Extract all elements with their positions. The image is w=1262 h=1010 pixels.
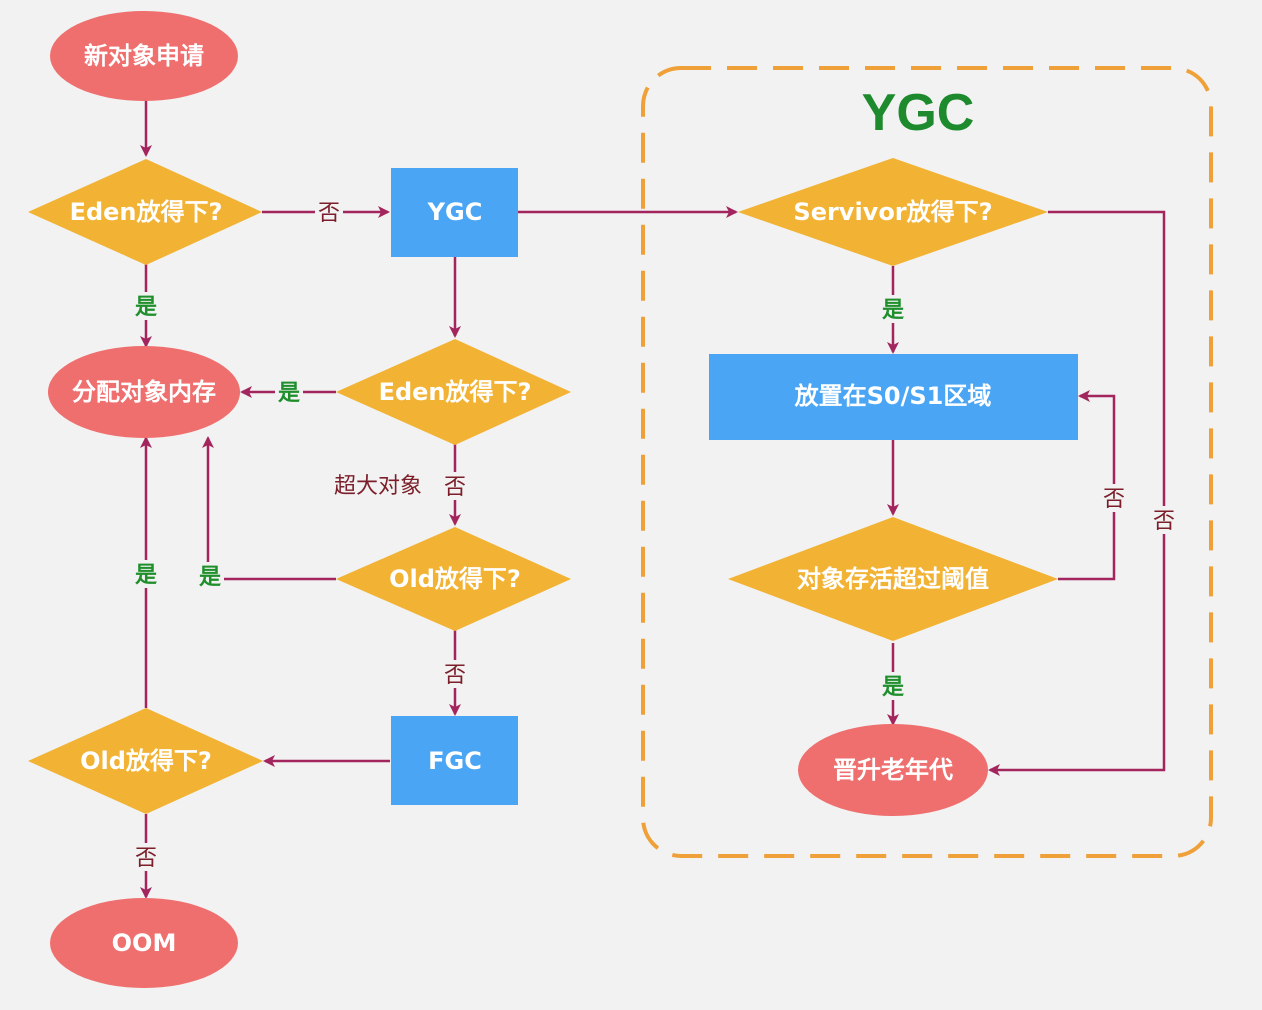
- node-place-s0s1: [709, 354, 1078, 440]
- node-eden-fit-2: [336, 339, 571, 445]
- node-place-s0s1-label: 放置在S0/S1区域: [794, 382, 992, 410]
- label-no-old1: 否: [444, 663, 466, 688]
- label-no-survivor: 否: [1153, 509, 1175, 534]
- node-fgc-label: FGC: [428, 747, 482, 775]
- node-old-fit-2: [28, 708, 263, 814]
- node-promote-old-label: 晋升老年代: [833, 756, 953, 784]
- node-alloc-memory-label: 分配对象内存: [72, 378, 216, 406]
- node-age-threshold-label: 对象存活超过阈值: [797, 565, 989, 593]
- node-promote-old: [798, 724, 988, 816]
- ygc-region-title: YGC: [862, 84, 975, 142]
- node-new-request-label: 新对象申请: [84, 42, 204, 70]
- node-alloc-memory: [48, 346, 240, 438]
- node-oom: [50, 898, 238, 988]
- node-survivor-fit-label: Servivor放得下?: [793, 198, 992, 226]
- label-huge-object: 超大对象: [334, 474, 422, 499]
- label-yes-old2: 是: [135, 563, 157, 588]
- node-fgc: [391, 716, 518, 805]
- node-oom-label: OOM: [112, 929, 177, 957]
- node-age-threshold: [728, 517, 1058, 641]
- node-old-fit-2-label: Old放得下?: [80, 747, 212, 775]
- edge-survivor-to-promote: [988, 210, 1166, 776]
- node-eden-fit-1: [28, 159, 262, 265]
- label-yes-eden1: 是: [135, 295, 157, 320]
- node-eden-fit-1-label: Eden放得下?: [70, 198, 223, 226]
- label-yes-old1: 是: [199, 565, 221, 590]
- edge-old1-to-alloc: [202, 436, 336, 581]
- label-no-eden1: 否: [318, 201, 340, 226]
- node-old-fit-1: [336, 527, 571, 631]
- node-ygc-label: YGC: [427, 198, 483, 226]
- label-no-eden2: 否: [444, 475, 466, 500]
- label-yes-survivor: 是: [882, 298, 904, 323]
- node-eden-fit-2-label: Eden放得下?: [379, 378, 532, 406]
- node-ygc: [391, 168, 518, 257]
- label-no-old2: 否: [135, 846, 157, 871]
- label-no-age: 否: [1103, 487, 1125, 512]
- node-old-fit-1-label: Old放得下?: [389, 565, 521, 593]
- node-new-request: [50, 11, 238, 101]
- label-yes-age: 是: [882, 675, 904, 700]
- node-survivor-fit: [738, 158, 1048, 266]
- ygc-region-border: [641, 66, 1213, 858]
- label-yes-eden2: 是: [278, 381, 300, 406]
